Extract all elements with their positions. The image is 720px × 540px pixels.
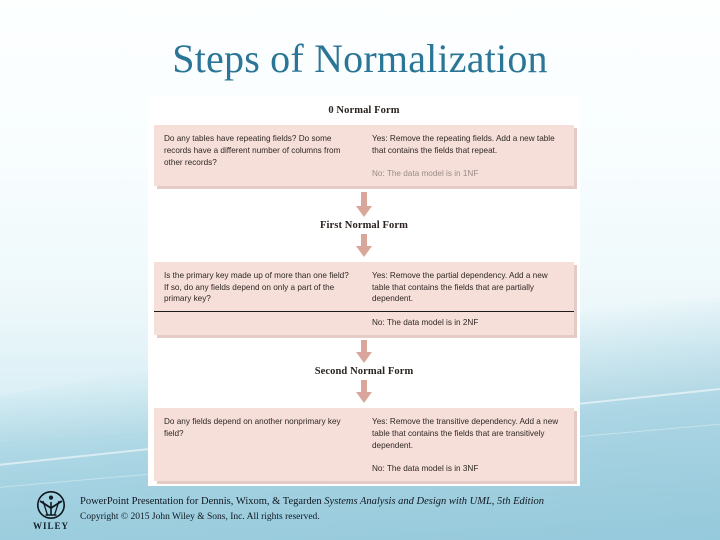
step-2-question: Is the primary key made up of more than … (164, 270, 349, 304)
arrow-down-icon-2 (148, 233, 580, 258)
step-1-question: Do any tables have repeating fields? Do … (164, 134, 341, 167)
arrow-down-icon-1 (148, 191, 580, 218)
normalization-step-box-3: Do any fields depend on another nonprima… (154, 408, 574, 481)
wiley-logo-icon: WILEY (28, 490, 74, 531)
arrow-down-icon-4 (148, 380, 580, 404)
normalization-step-box-1: Do any tables have repeating fields? Do … (154, 125, 574, 186)
arrow-down-icon-3 (148, 340, 580, 364)
step-3-question: Do any fields depend on another nonprima… (164, 417, 341, 439)
footer-citation-title: Systems Analysis and Design with UML, 5t… (324, 496, 545, 507)
footer-citation-prefix: PowerPoint Presentation for Dennis, Wixo… (80, 496, 325, 507)
stage-label-first-normal-form: First Normal Form (319, 219, 408, 231)
footer-text-block: PowerPoint Presentation for Dennis, Wixo… (80, 490, 688, 524)
slide-footer: WILEY PowerPoint Presentation for Dennis… (28, 490, 688, 531)
page-title: Steps of Normalization (172, 36, 548, 81)
step-1-yes-action: Yes: Remove the repeating fields. Add a … (372, 134, 555, 155)
step-2-no-result: No: The data model is in 2NF (372, 318, 479, 328)
stage-label-0-normal-form: 0 Normal Form (328, 105, 400, 116)
step-1-no-result: No: The data model is in 1NF (372, 168, 479, 178)
wiley-wordmark: WILEY (32, 521, 69, 531)
step-3-yes-action: Yes: Remove the transitive dependency. A… (372, 417, 559, 451)
step-3-no-result: No: The data model is in 3NF (372, 463, 479, 473)
footer-copyright-line: Copyright © 2015 John Wiley & Sons, Inc.… (80, 511, 320, 522)
normalization-diagram: 0 Normal Form Do any tables have repeati… (148, 96, 580, 486)
footer-citation-line: PowerPoint Presentation for Dennis, Wixo… (80, 494, 688, 510)
normalization-step-box-2: Is the primary key made up of more than … (154, 261, 574, 336)
step-2-yes-action: Yes: Remove the partial dependency. Add … (372, 270, 548, 304)
stage-label-second-normal-form: Second Normal Form (314, 366, 414, 378)
step-2-divider (154, 311, 574, 313)
